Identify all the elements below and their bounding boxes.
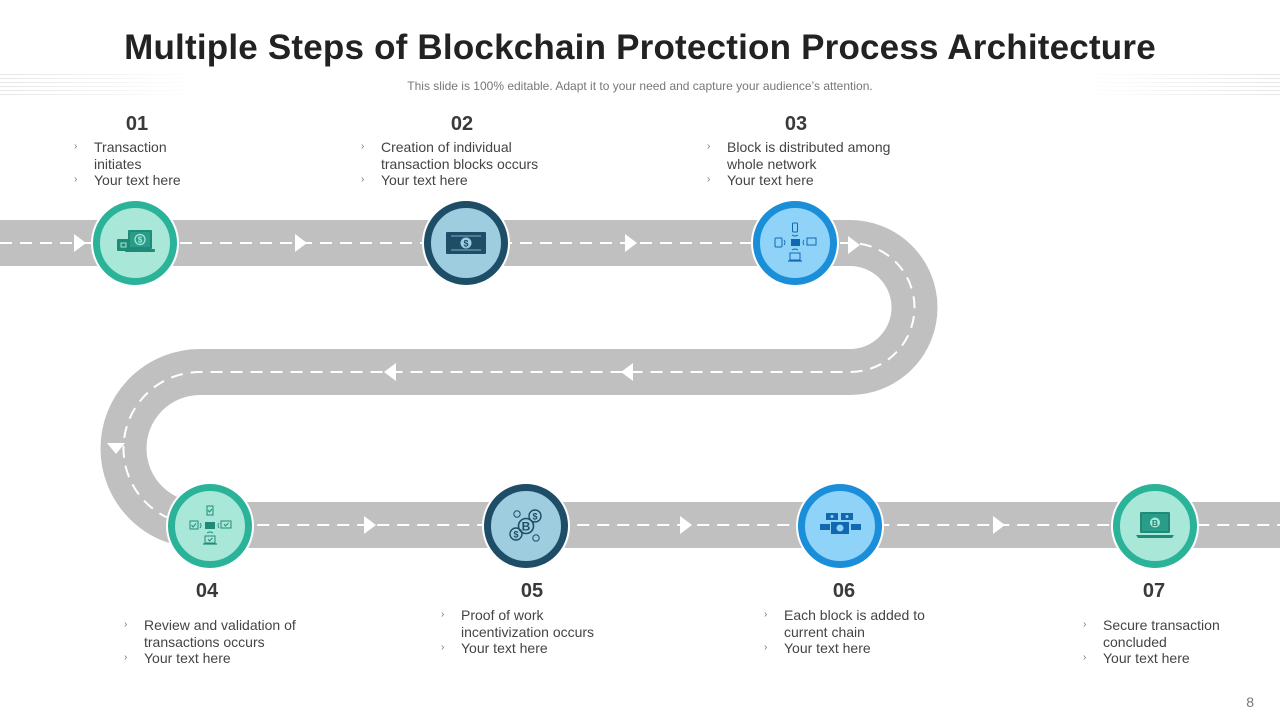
road-center-line	[0, 242, 1280, 526]
network-validation-check-icon	[189, 505, 232, 545]
bullet-marker-icon: ›	[707, 174, 711, 185]
direction-arrow-down-icon	[107, 443, 125, 454]
direction-arrow-left-icon	[384, 363, 396, 381]
step-number-04: 04	[195, 580, 219, 602]
bullet-marker-icon: ›	[124, 652, 128, 663]
direction-arrow-right-icon	[295, 234, 307, 252]
svg-text:$: $	[463, 239, 468, 249]
bullet-marker-icon: ›	[361, 141, 365, 152]
road-surface	[0, 220, 1280, 548]
step-01-text: › Transaction initiates › Your text here	[74, 139, 214, 189]
bullet-text: Creation of individual transaction block…	[381, 139, 539, 172]
bullet-marker-icon: ›	[74, 174, 78, 185]
bullet-marker-icon: ›	[1083, 652, 1087, 663]
decorative-lines-right	[1080, 74, 1280, 96]
bullet-text: Each block is added to current chain	[784, 607, 925, 640]
step-number-02: 02	[450, 113, 474, 135]
step-02-bullet: › Creation of individual transaction bloc…	[361, 139, 561, 172]
direction-arrow-right-icon	[364, 516, 376, 534]
step-05-bullet: › Proof of work incentivization occurs	[441, 607, 631, 640]
network-distribution-icon	[774, 222, 817, 262]
decorative-lines-left	[0, 74, 200, 96]
step-number-07: 07	[1142, 580, 1166, 602]
bullet-marker-icon: ›	[361, 174, 365, 185]
step-03-node[interactable]	[753, 201, 837, 285]
bullet-text: Block is distributed among whole network	[727, 139, 891, 172]
bullet-marker-icon: ›	[1083, 619, 1087, 630]
banknote-dollar-icon: $	[446, 232, 486, 254]
step-06-node[interactable]	[798, 484, 882, 568]
step-03-bullet: › Block is distributed among whole networ…	[707, 139, 897, 172]
bullet-marker-icon: ›	[441, 642, 445, 653]
bullet-text: Proof of work incentivization occurs	[461, 607, 595, 640]
step-07-bullet: › Your text here	[1083, 650, 1273, 667]
direction-arrow-right-icon	[993, 516, 1005, 534]
svg-text:B: B	[1152, 518, 1158, 528]
step-04-node[interactable]	[168, 484, 252, 568]
step-01-bullet: › Transaction initiates	[74, 139, 214, 172]
bullet-text: Your text here	[1103, 650, 1190, 666]
step-02-node[interactable]: $	[424, 201, 508, 285]
bullet-text: Your text here	[461, 640, 548, 656]
bullet-text: Review and validation of transactions oc…	[144, 617, 296, 650]
step-06-bullet: › Your text here	[764, 640, 954, 657]
stacked-banknotes-icon	[820, 513, 861, 534]
page-number: 8	[1246, 694, 1254, 710]
bullet-text: Your text here	[94, 172, 181, 188]
bullet-marker-icon: ›	[764, 609, 768, 620]
step-07-bullet: › Secure transaction concluded	[1083, 617, 1273, 650]
laptop-bitcoin-icon: B	[1136, 512, 1174, 538]
step-number-01: 01	[125, 113, 149, 135]
step-04-bullet: › Your text here	[124, 650, 314, 667]
slide-title: Multiple Steps of Blockchain Protection …	[124, 28, 1156, 67]
svg-text:$: $	[532, 512, 537, 522]
step-05-bullet: › Your text here	[441, 640, 631, 657]
bullet-marker-icon: ›	[441, 609, 445, 620]
step-06-bullet: › Each block is added to current chain	[764, 607, 954, 640]
direction-arrow-right-icon	[848, 236, 860, 254]
step-03-bullet: › Your text here	[707, 172, 897, 189]
direction-arrow-left-icon	[621, 363, 633, 381]
bullet-text: Transaction initiates	[94, 139, 167, 172]
direction-arrow-right-icon	[625, 234, 637, 252]
bullet-marker-icon: ›	[124, 619, 128, 630]
bitcoin-coins-icon: B $ $	[509, 509, 542, 542]
step-number-06: 06	[832, 580, 856, 602]
step-02-bullet: › Your text here	[361, 172, 561, 189]
slide-subtitle: This slide is 100% editable. Adapt it to…	[407, 79, 873, 93]
step-01-node[interactable]: $	[93, 201, 177, 285]
step-number-03: 03	[784, 113, 808, 135]
step-05-node[interactable]: B $ $	[484, 484, 568, 568]
step-07-text: › Secure transaction concluded › Your text…	[1083, 617, 1273, 667]
bullet-text: Your text here	[144, 650, 231, 666]
step-02-text: › Creation of individual transaction bloc…	[361, 139, 561, 189]
bullet-text: Your text here	[727, 172, 814, 188]
step-number-05: 05	[520, 580, 544, 602]
step-07-node[interactable]: B	[1113, 484, 1197, 568]
bullet-marker-icon: ›	[707, 141, 711, 152]
bullet-text: Your text here	[784, 640, 871, 656]
step-01-bullet: › Your text here	[74, 172, 214, 189]
svg-text:$: $	[513, 530, 518, 540]
svg-text:$: $	[138, 236, 143, 245]
bullet-marker-icon: ›	[764, 642, 768, 653]
step-04-bullet: › Review and validation of transactions o…	[124, 617, 314, 650]
svg-text:B: B	[522, 520, 531, 534]
step-04-text: › Review and validation of transactions o…	[124, 617, 314, 667]
step-03-text: › Block is distributed among whole networ…	[707, 139, 897, 189]
bullet-text: Secure transaction concluded	[1103, 617, 1220, 650]
laptop-wallet-dollar-icon: $	[117, 230, 155, 252]
step-06-text: › Each block is added to current chain › Y…	[764, 607, 954, 657]
direction-arrow-right-icon	[680, 516, 692, 534]
direction-arrow-right-icon	[74, 234, 86, 252]
bullet-marker-icon: ›	[74, 141, 78, 152]
bullet-text: Your text here	[381, 172, 468, 188]
step-05-text: › Proof of work incentivization occurs › Y…	[441, 607, 631, 657]
